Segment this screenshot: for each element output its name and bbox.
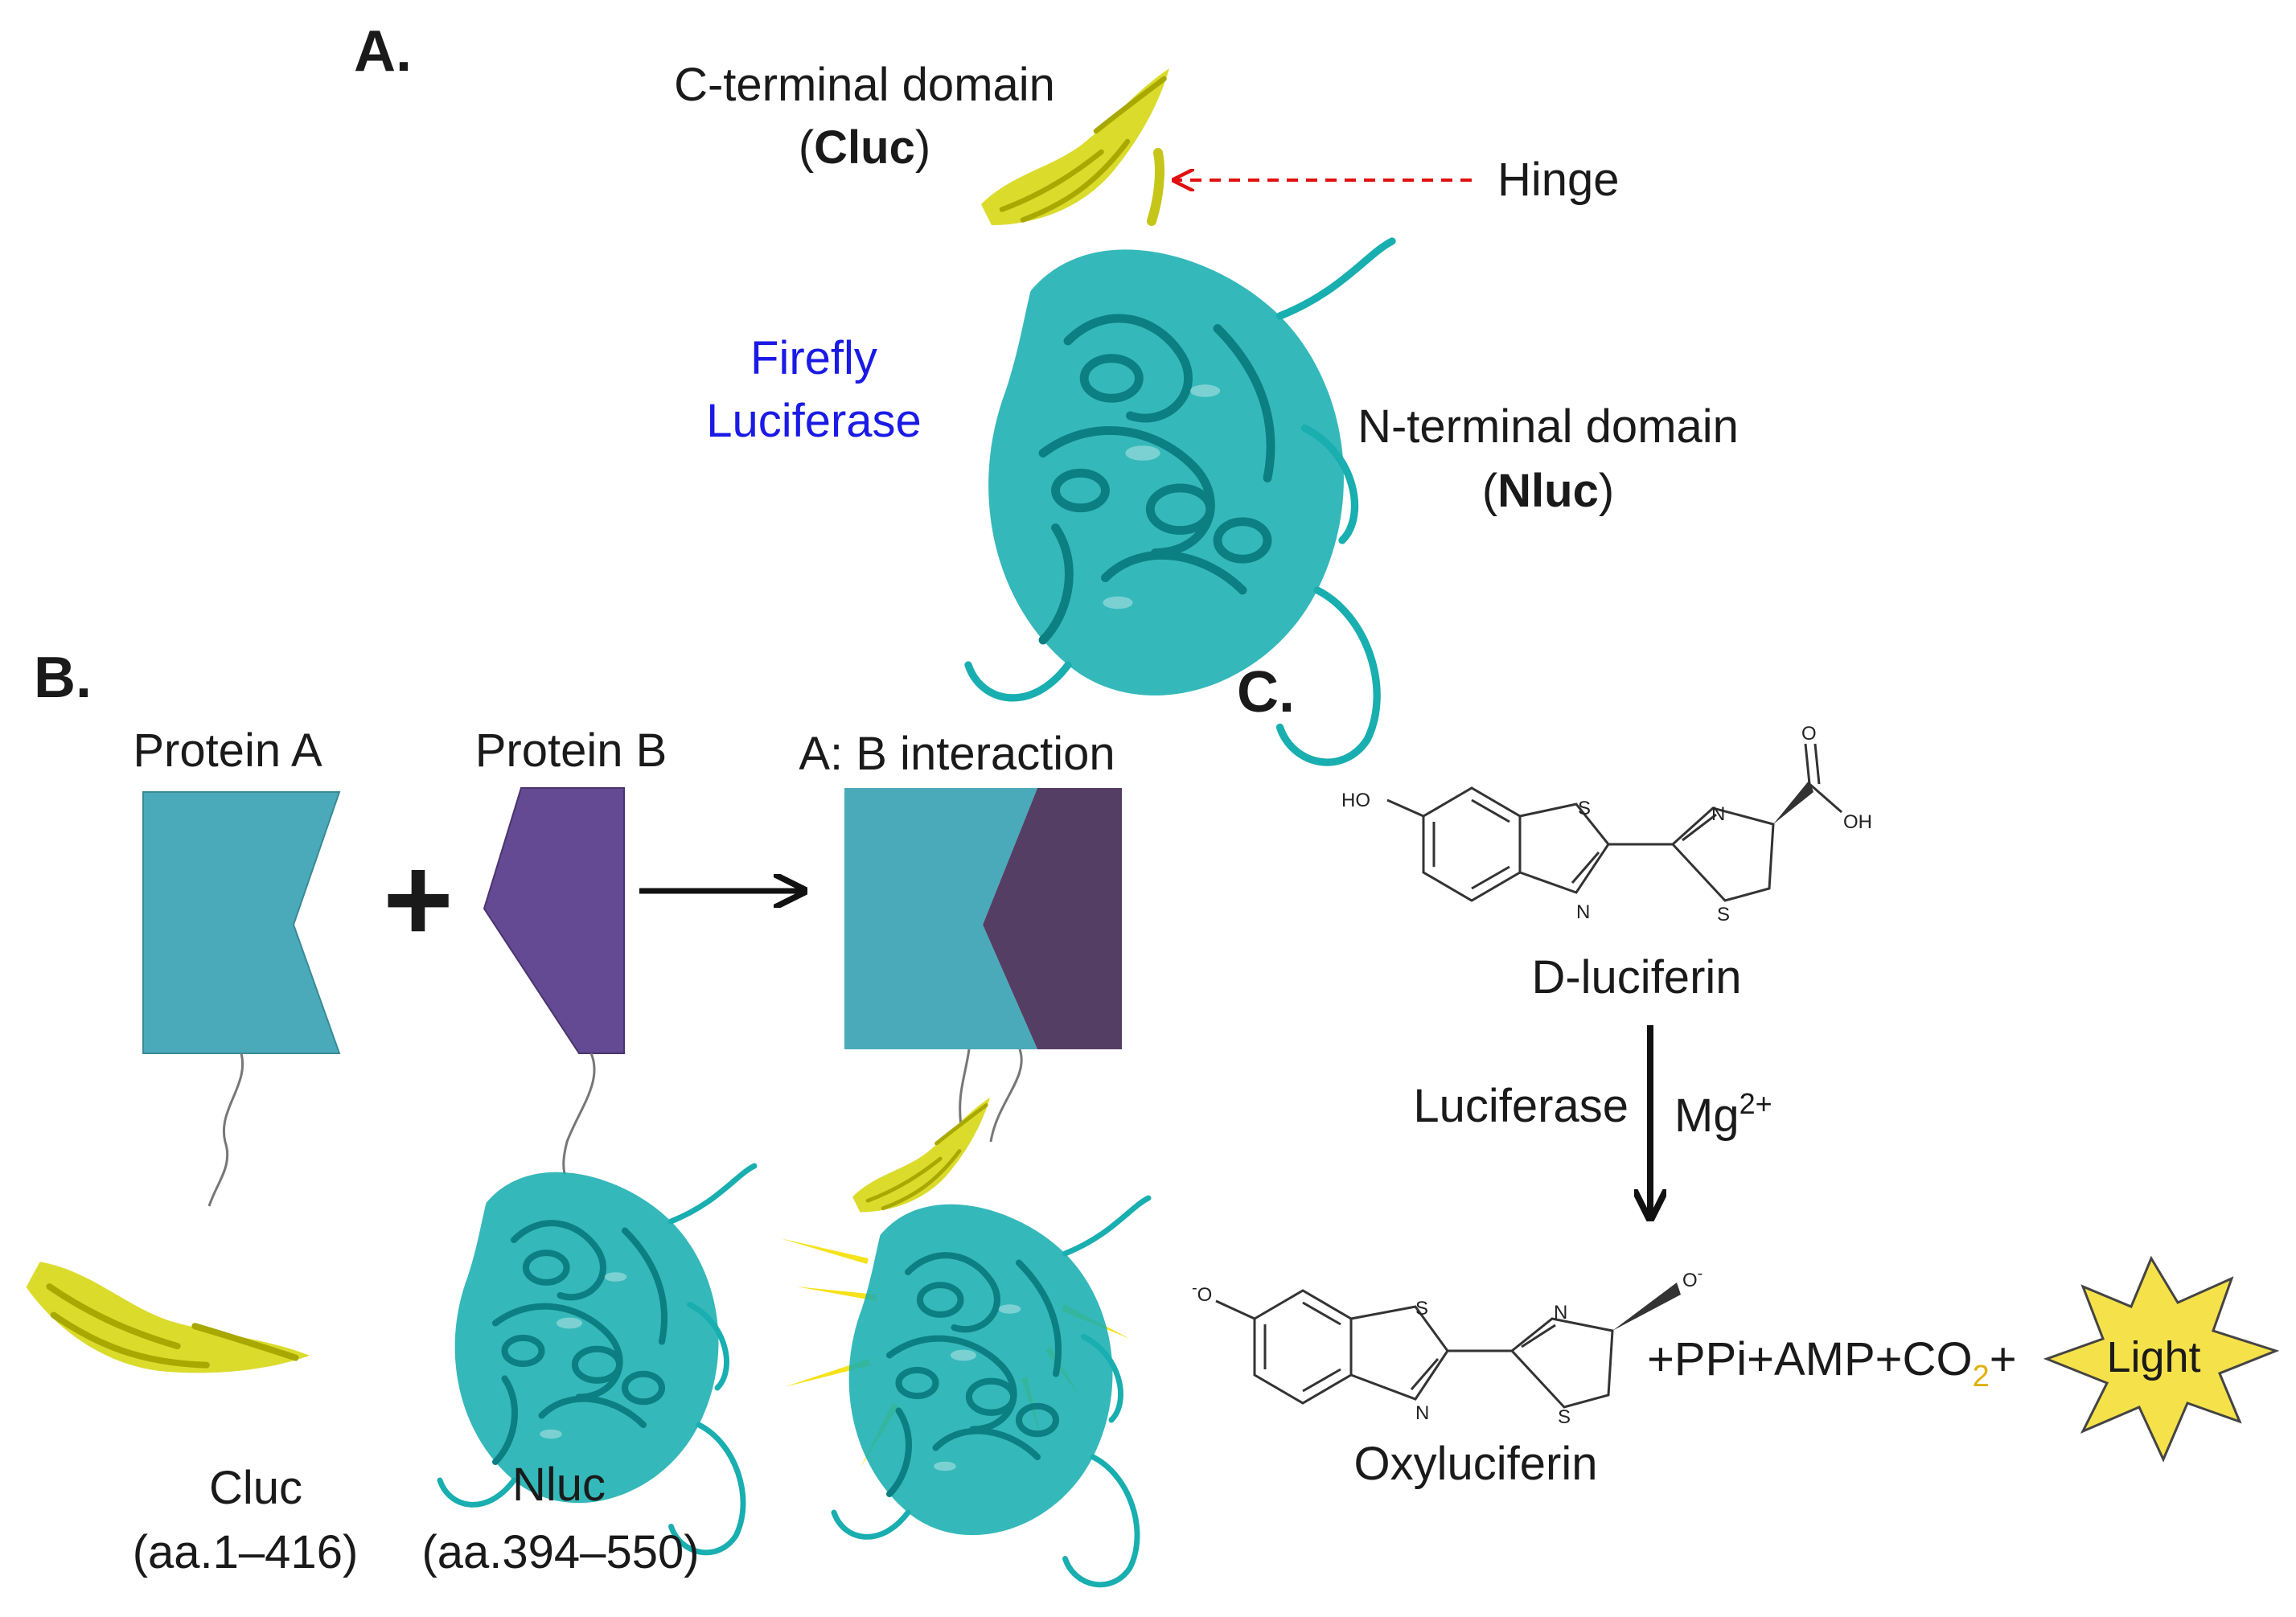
hinge-region xyxy=(1147,148,1164,226)
atom-n-2: N xyxy=(1711,803,1725,825)
oxyluciferin-label: Oxyluciferin xyxy=(1354,1438,1598,1490)
atom-n-3: N xyxy=(1415,1402,1429,1424)
nluc-domain-structure xyxy=(968,241,1392,762)
oxyluciferin-structure xyxy=(1215,1283,1681,1409)
c-domain-abbr-label: (Cluc) xyxy=(799,121,930,174)
panel-b-label: B. xyxy=(34,646,92,710)
d-luciferin-structure xyxy=(1386,743,1842,902)
light-label: Light xyxy=(2106,1333,2200,1381)
atom-o-minus-left: -O xyxy=(1192,1279,1212,1306)
hinge-label: Hinge xyxy=(1497,154,1620,206)
atom-s-4: S xyxy=(1558,1406,1571,1428)
protein-b-label: Protein B xyxy=(475,724,667,777)
complex-linker-b xyxy=(959,1049,971,1127)
cluc-fragment-structure xyxy=(18,1166,310,1467)
enzyme-label-line2: Luciferase xyxy=(706,395,922,447)
c-domain-label: C-terminal domain xyxy=(674,59,1055,111)
atom-o-minus-right: O- xyxy=(1682,1265,1702,1291)
protein-a-linker xyxy=(207,1053,244,1207)
cofactor-label: Mg2+ xyxy=(1674,1087,1772,1142)
n-domain-abbr-label: (Nluc) xyxy=(1482,465,1614,517)
atom-n-4: N xyxy=(1554,1302,1567,1324)
enzyme-reagent-label: Luciferase xyxy=(1413,1080,1629,1132)
panel-a-label: A. xyxy=(354,19,412,84)
nluc-label: Nluc xyxy=(512,1459,606,1511)
panel-b: B. Protein A Cluc (aa.1–416) + Protein B… xyxy=(18,646,1148,1585)
atom-s-2: S xyxy=(1717,904,1730,925)
protein-b-linker xyxy=(562,1053,596,1175)
atom-oh: OH xyxy=(1843,811,1872,833)
full-luciferase-structure xyxy=(968,68,1392,762)
nluc-range-label: (aa.394–550) xyxy=(421,1526,699,1578)
byproducts-label: +PPi+AMP+CO2+ xyxy=(1647,1333,2017,1393)
protein-a-shape xyxy=(142,791,341,1054)
interaction-label: A: B interaction xyxy=(799,728,1115,780)
atom-s-1: S xyxy=(1578,798,1591,819)
n-domain-label: N-terminal domain xyxy=(1357,400,1739,453)
complex-protein-b-shape xyxy=(844,788,1122,1049)
cluc-range-label: (aa.1–416) xyxy=(133,1526,359,1578)
panel-c-label: C. xyxy=(1237,660,1295,724)
panel-a: A. C-terminal domain (Cluc) Hinge Firefl… xyxy=(354,19,1739,762)
reconstituted-luciferase-structure xyxy=(834,1098,1148,1585)
atom-o: O xyxy=(1801,723,1817,745)
protein-b-shape xyxy=(483,787,625,1054)
atom-n-1: N xyxy=(1576,901,1590,923)
atom-ho: HO xyxy=(1341,790,1370,811)
complex-protein-a-shape xyxy=(844,788,1037,1049)
protein-a-label: Protein A xyxy=(133,724,322,777)
d-luciferin-label: D-luciferin xyxy=(1531,951,1741,1003)
light-burst xyxy=(2043,1255,2280,1463)
complex-linker-a xyxy=(989,1049,1023,1143)
enzyme-label-line1: Firefly xyxy=(750,332,877,384)
panel-c: C. HO S N N S O OH D-luciferin Luciferas… xyxy=(1192,660,2280,1490)
plus-sign: + xyxy=(383,831,454,967)
cluc-label: Cluc xyxy=(209,1462,302,1514)
atom-s-3: S xyxy=(1415,1298,1428,1319)
